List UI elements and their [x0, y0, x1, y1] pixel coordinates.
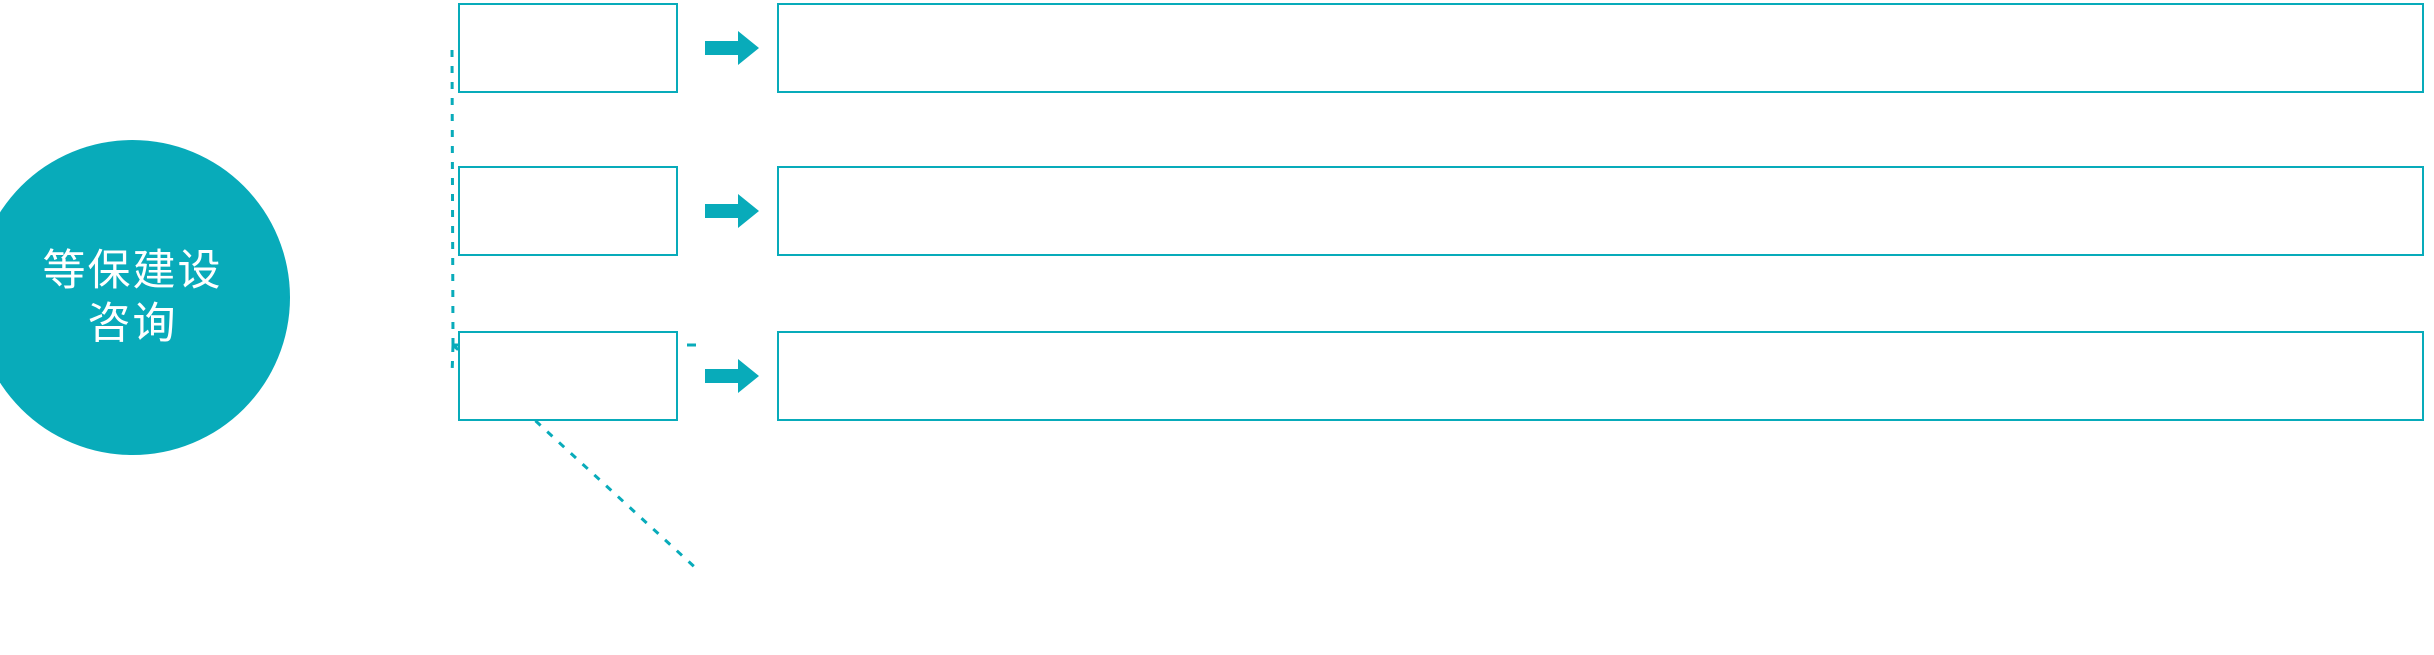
stage-box-1-label — [460, 5, 676, 21]
hub-circle: 等保建设 咨询 — [0, 140, 290, 455]
detail-box-3[interactable] — [777, 331, 2424, 421]
connector-line-3 — [450, 344, 455, 376]
right-arrow-icon-2 — [705, 194, 759, 228]
detail-box-3-label — [779, 333, 2422, 349]
hub-label-line-2: 咨询 — [87, 299, 178, 348]
stage-box-3[interactable] — [458, 331, 678, 421]
detail-box-2[interactable] — [777, 166, 2424, 256]
right-arrow-icon-1 — [705, 31, 759, 65]
stage-box-2[interactable] — [458, 166, 678, 256]
detail-box-2-label — [779, 168, 2422, 184]
stage-box-1[interactable] — [458, 3, 678, 93]
hub-label-line-1: 等保建设 — [42, 247, 223, 296]
connector-line-1 — [450, 47, 455, 346]
detail-box-1[interactable] — [777, 3, 2424, 93]
stage-box-3-label — [460, 333, 676, 349]
stage-box-2-label — [460, 168, 676, 184]
right-arrow-icon-3 — [705, 359, 759, 393]
detail-box-1-label — [779, 5, 2422, 21]
